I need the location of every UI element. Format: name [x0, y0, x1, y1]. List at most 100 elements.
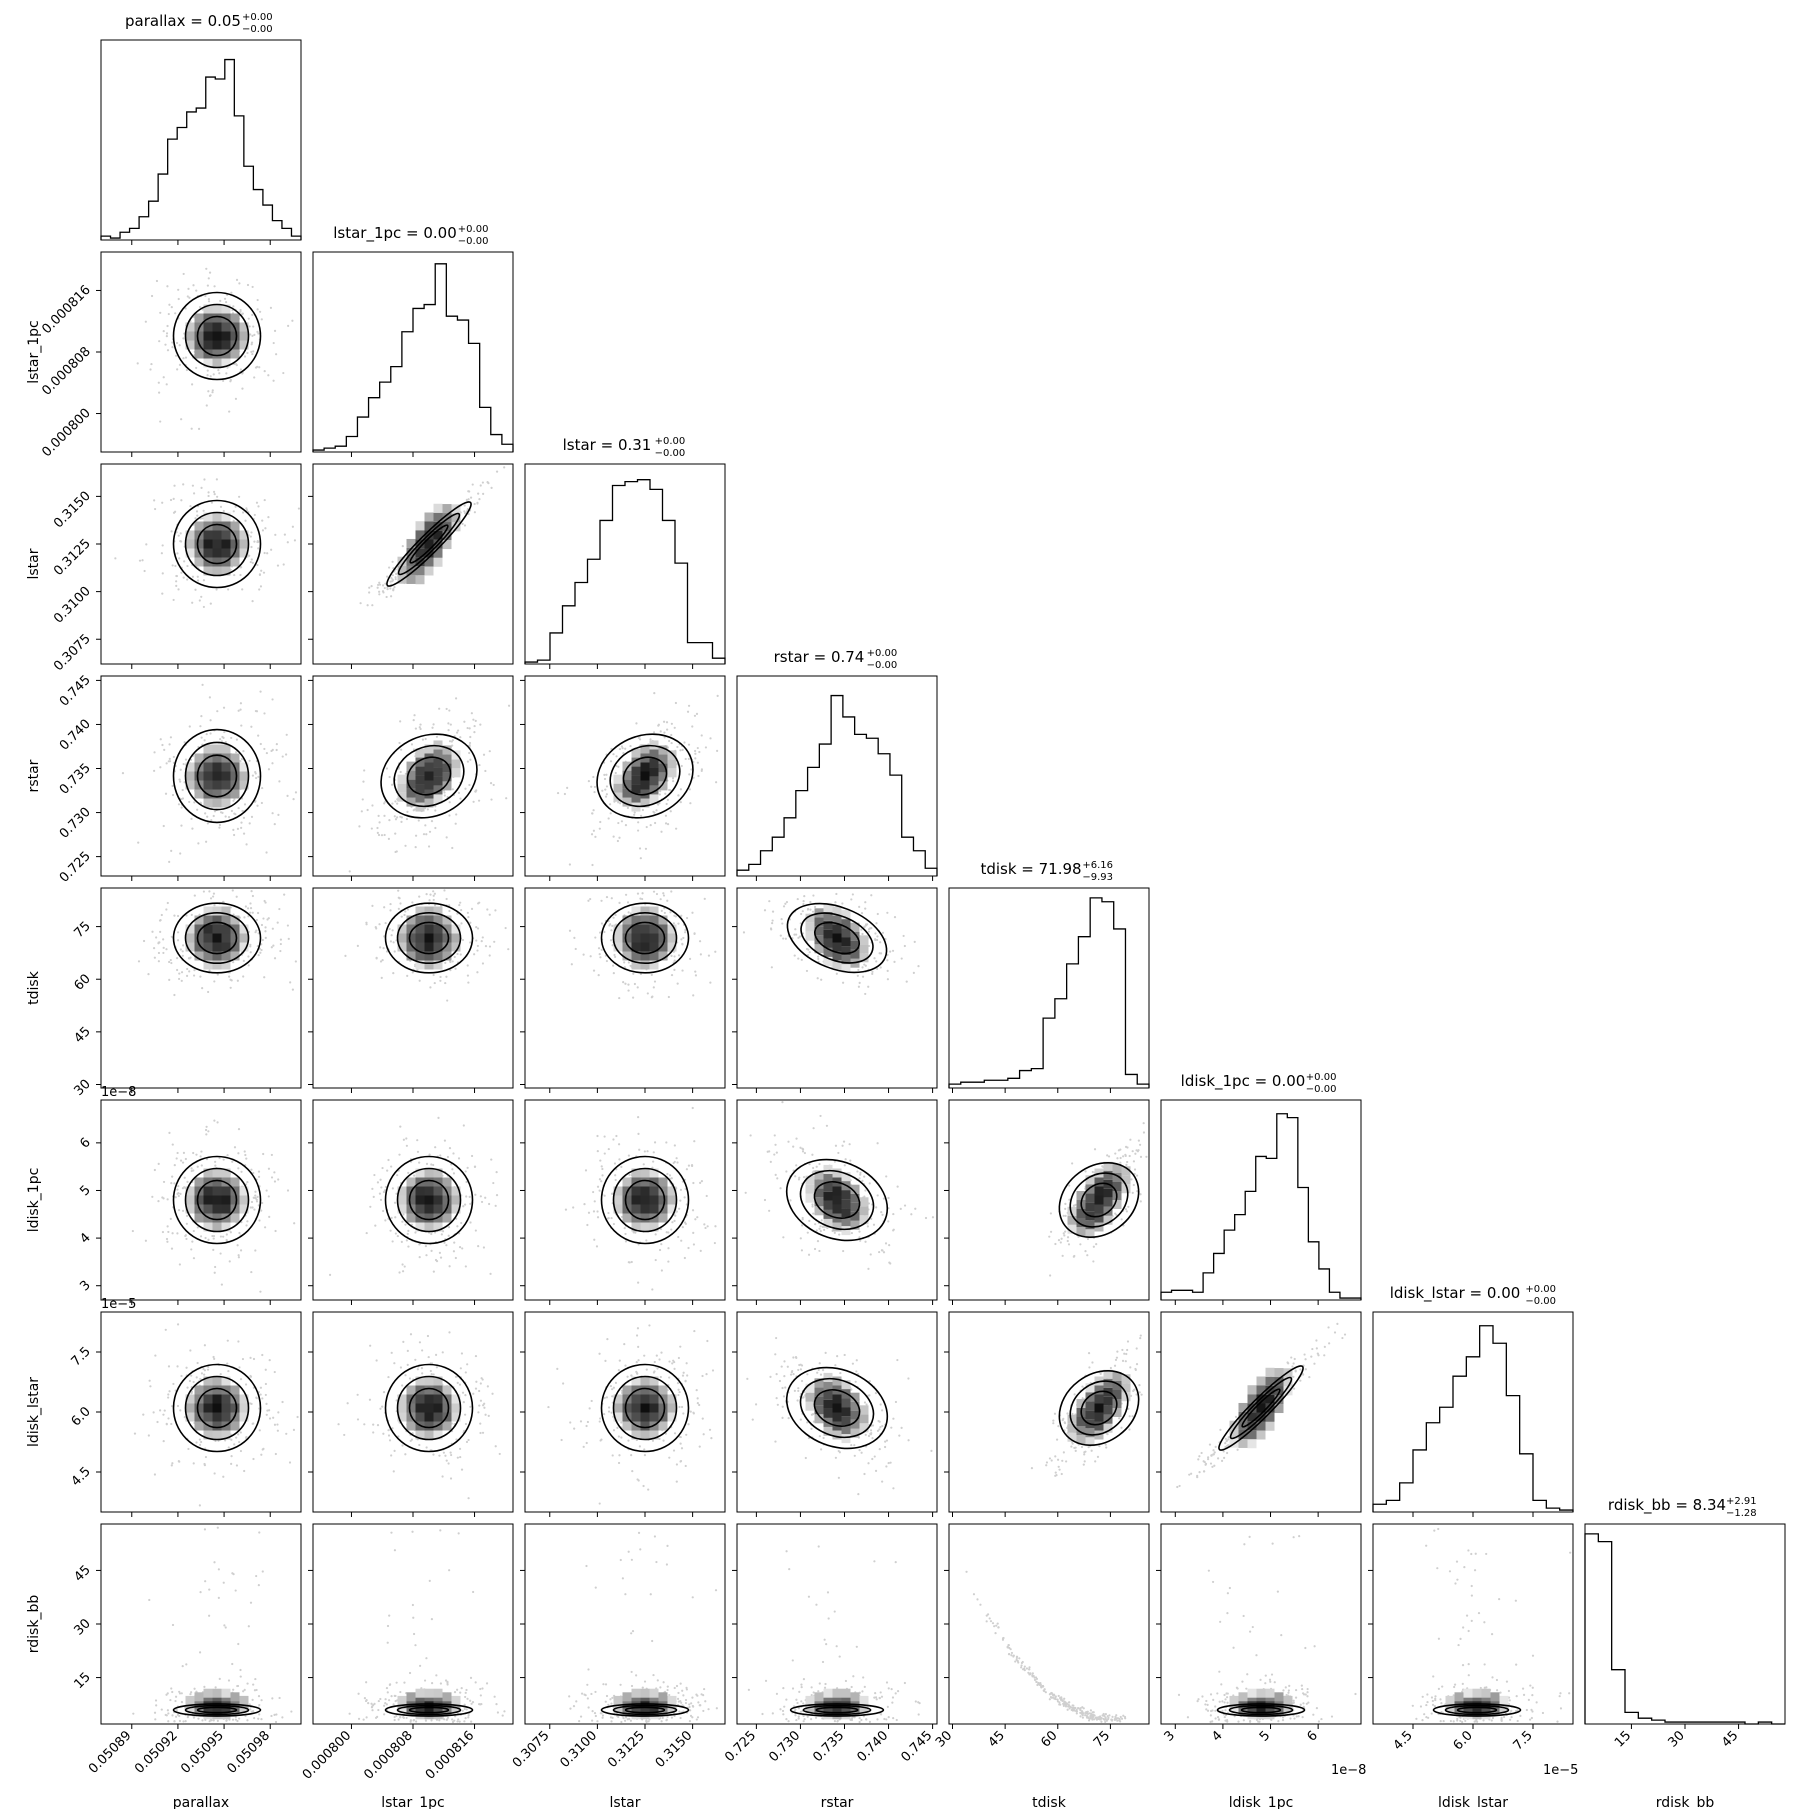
sample-point — [230, 736, 233, 740]
sample-point — [168, 303, 171, 306]
y-tick-label-rstar: 0.730 — [57, 805, 94, 842]
sample-point — [875, 960, 878, 963]
sample-point — [464, 512, 467, 515]
sample-point — [385, 595, 388, 599]
sample-point — [451, 960, 454, 963]
sample-point — [633, 811, 636, 814]
sample-point — [377, 814, 380, 817]
contour-level-3 — [172, 728, 262, 824]
sample-point — [260, 1453, 263, 1456]
sample-point — [180, 418, 183, 421]
sample-point — [265, 1402, 268, 1406]
sample-point — [391, 929, 394, 932]
sample-point — [627, 1261, 630, 1264]
sample-point — [803, 1151, 807, 1155]
sample-point — [192, 1380, 195, 1384]
sample-point — [161, 501, 164, 504]
sample-point — [254, 1249, 257, 1252]
sample-point — [669, 911, 672, 914]
sample-point — [492, 1181, 495, 1185]
sample-point — [886, 959, 889, 962]
sample-point — [636, 892, 640, 895]
sample-point — [605, 793, 608, 796]
sample-point — [449, 723, 452, 726]
sample-point — [271, 927, 274, 930]
density-cell — [424, 960, 434, 970]
sample-point — [251, 561, 254, 564]
sample-point — [167, 1393, 170, 1396]
sample-point — [876, 1194, 879, 1197]
density-cell — [221, 1186, 231, 1196]
sample-point — [439, 979, 442, 982]
sample-point — [446, 999, 449, 1002]
sample-point — [393, 950, 396, 953]
density-cell — [212, 1403, 222, 1413]
sample-point — [469, 1221, 472, 1224]
sample-point — [169, 1217, 172, 1220]
sample-point — [816, 977, 819, 980]
sample-point — [1126, 1146, 1129, 1149]
sample-point — [173, 1182, 176, 1185]
sample-point — [598, 1178, 602, 1181]
sample-point — [213, 1119, 216, 1122]
sample-point — [444, 981, 447, 985]
sample-point — [260, 948, 263, 952]
sample-point — [704, 746, 708, 749]
sample-point — [192, 1229, 195, 1233]
sample-point — [263, 498, 266, 502]
sample-point — [1071, 1162, 1074, 1165]
sample-point — [244, 519, 247, 522]
sample-point — [242, 832, 246, 835]
sample-point — [212, 1234, 216, 1238]
density-cell — [397, 1195, 407, 1205]
sample-point — [370, 827, 373, 830]
density-cell — [212, 933, 222, 943]
sample-point — [425, 1254, 428, 1257]
sample-point — [871, 972, 874, 975]
sample-point — [252, 1357, 256, 1361]
sample-point — [186, 564, 189, 568]
sample-point — [182, 357, 185, 360]
sample-point — [273, 957, 277, 960]
sample-point — [461, 522, 464, 526]
sample-point — [234, 362, 238, 366]
title-lstar_1pc: lstar_1pc = 0.00 — [333, 224, 457, 243]
sample-point — [387, 837, 390, 840]
sample-point — [863, 963, 866, 966]
sample-point — [864, 1189, 867, 1192]
sample-point — [207, 390, 210, 393]
sample-point — [172, 511, 176, 514]
sample-point — [153, 1168, 156, 1172]
sample-point — [176, 1404, 180, 1408]
sample-point — [484, 769, 487, 773]
sample-point — [1061, 1254, 1064, 1257]
density-cell — [640, 960, 650, 970]
sample-point — [223, 730, 226, 734]
density-cell — [221, 798, 231, 808]
sample-point — [807, 1253, 811, 1256]
density-cell — [451, 759, 461, 769]
sample-point — [1117, 1149, 1120, 1152]
sample-point — [229, 380, 232, 383]
sample-point — [133, 1432, 137, 1435]
sample-point — [568, 929, 572, 932]
sample-point — [805, 969, 809, 973]
sample-point — [873, 957, 876, 960]
sample-point — [196, 514, 199, 517]
sample-point — [848, 1143, 851, 1146]
panel-ldisk_1pc-vs-ldisk_1pc: ldisk_1pc = 0.00+0.00−0.00 — [1160, 1072, 1362, 1305]
sample-point — [187, 1447, 190, 1451]
density-cell — [185, 771, 195, 781]
sample-point — [467, 490, 470, 493]
sample-point — [473, 731, 476, 734]
sample-point — [209, 897, 213, 900]
sample-point — [663, 911, 666, 915]
sample-point — [1049, 1230, 1053, 1233]
sample-point — [241, 588, 244, 591]
density-cell — [406, 788, 416, 798]
sample-point — [188, 296, 191, 299]
density-cell — [631, 933, 641, 943]
sample-point — [563, 792, 567, 796]
sample-point — [637, 1281, 640, 1284]
density-cell — [424, 906, 434, 916]
